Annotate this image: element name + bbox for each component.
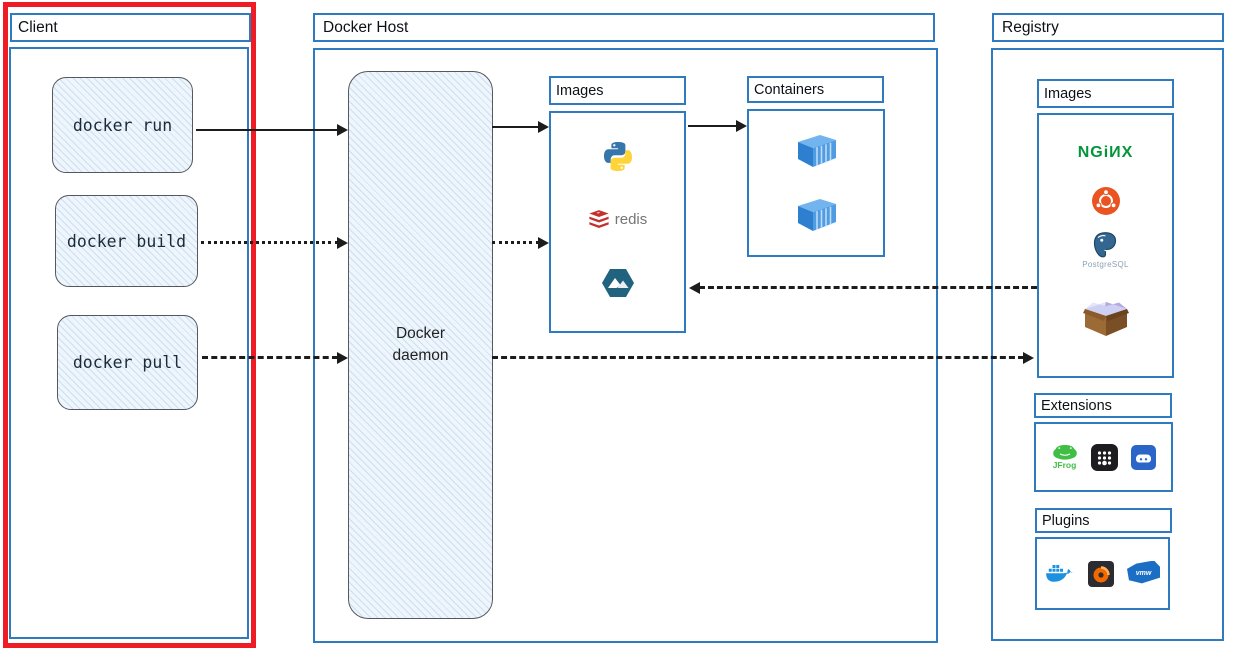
jfrog-logo: JFrog — [1052, 444, 1078, 470]
docker-run-label: docker run — [72, 115, 173, 135]
nginx-logo: NGiИX — [1077, 144, 1134, 161]
arrow-daemon-to-images-solid — [492, 120, 549, 133]
docker-build-box: docker build — [55, 195, 198, 287]
docker-build-label: docker build — [66, 231, 187, 251]
containers-panel — [747, 109, 885, 257]
arrow-daemon-to-images-dotted — [492, 236, 549, 249]
arrowhead-right — [736, 119, 747, 132]
alpine-icon — [601, 269, 634, 297]
vmware-icon: vmw — [1127, 560, 1160, 584]
redis-label: redis — [614, 210, 648, 228]
plugins-title-label: Plugins — [1042, 512, 1090, 529]
client-title-label: Client — [18, 18, 58, 36]
container-row-2 — [749, 197, 883, 233]
docker-daemon-label: Docker daemon — [392, 324, 449, 364]
dot-grid-app-icon — [1090, 443, 1118, 471]
host-images-panel-title: Images — [549, 76, 686, 105]
arrowhead-right — [337, 123, 348, 136]
docker-pull-box: docker pull — [57, 315, 198, 410]
ubuntu-icon — [1091, 187, 1120, 215]
docker-host-panel-title: Docker Host — [313, 13, 935, 42]
postgresql-image-row: PostgreSQL — [1039, 231, 1172, 269]
containers-title-label: Containers — [754, 81, 825, 98]
redis-image-row: redis — [551, 209, 684, 229]
arrowhead-right — [1023, 351, 1034, 364]
registry-panel-title: Registry — [992, 13, 1224, 42]
extensions-panel-title: Extensions — [1034, 393, 1172, 418]
extensions-panel: JFrog — [1034, 422, 1173, 492]
busybox-image-row — [1039, 299, 1172, 337]
host-images-title-label: Images — [556, 82, 604, 99]
registry-images-panel: NGiИX Postgre — [1037, 113, 1174, 378]
arrow-docker-pull-to-daemon — [202, 351, 348, 364]
arrow-docker-run-to-daemon — [196, 123, 348, 136]
docker-daemon-box: Docker daemon — [348, 71, 493, 619]
arrow-daemon-to-registry-images — [492, 351, 1034, 364]
arrowhead-left — [689, 281, 700, 294]
jfrog-label: JFrog — [1052, 459, 1077, 470]
disk-app-icon — [1130, 444, 1156, 470]
arrowhead-right — [337, 236, 348, 249]
plugins-panel-title: Plugins — [1035, 508, 1172, 533]
registry-images-panel-title: Images — [1037, 79, 1174, 108]
containers-panel-title: Containers — [747, 76, 884, 103]
docker-run-box: docker run — [52, 77, 193, 173]
jfrog-frog-icon — [1052, 444, 1077, 460]
arrow-docker-build-to-daemon — [201, 236, 348, 249]
arrowhead-right — [538, 120, 549, 133]
python-image-row — [551, 140, 684, 173]
extensions-title-label: Extensions — [1041, 397, 1112, 414]
alpine-image-row — [551, 268, 684, 298]
arrowhead-right — [538, 236, 549, 249]
postgresql-icon — [1094, 232, 1117, 258]
arrow-registry-images-to-host-images — [689, 281, 1037, 294]
grafana-icon — [1088, 560, 1114, 587]
client-panel-title: Client — [10, 13, 251, 42]
busybox-icon — [1082, 302, 1129, 336]
docker-pull-label: docker pull — [72, 353, 183, 372]
host-images-panel: redis — [549, 111, 686, 333]
vmware-label: vmw — [1135, 570, 1152, 577]
postgresql-logo: PostgreSQL — [1082, 231, 1129, 269]
container-row-1 — [749, 133, 883, 169]
ubuntu-image-row — [1039, 187, 1172, 215]
postgresql-label: PostgreSQL — [1082, 260, 1129, 269]
docker-host-title-label: Docker Host — [323, 18, 409, 36]
nginx-image-row: NGiИX — [1039, 144, 1172, 162]
python-icon — [603, 142, 632, 171]
extensions-icon-row: JFrog — [1036, 424, 1171, 490]
plugins-icon-row: vmw — [1037, 539, 1168, 608]
registry-images-title-label: Images — [1044, 85, 1092, 102]
registry-title-label: Registry — [1002, 18, 1059, 36]
plugins-panel: vmw — [1035, 537, 1170, 610]
container-icon — [798, 199, 836, 231]
arrow-images-to-containers — [688, 119, 747, 132]
docker-whale-icon — [1046, 564, 1075, 582]
arrowhead-right — [337, 351, 348, 364]
container-icon — [798, 135, 836, 167]
redis-icon — [589, 210, 609, 228]
